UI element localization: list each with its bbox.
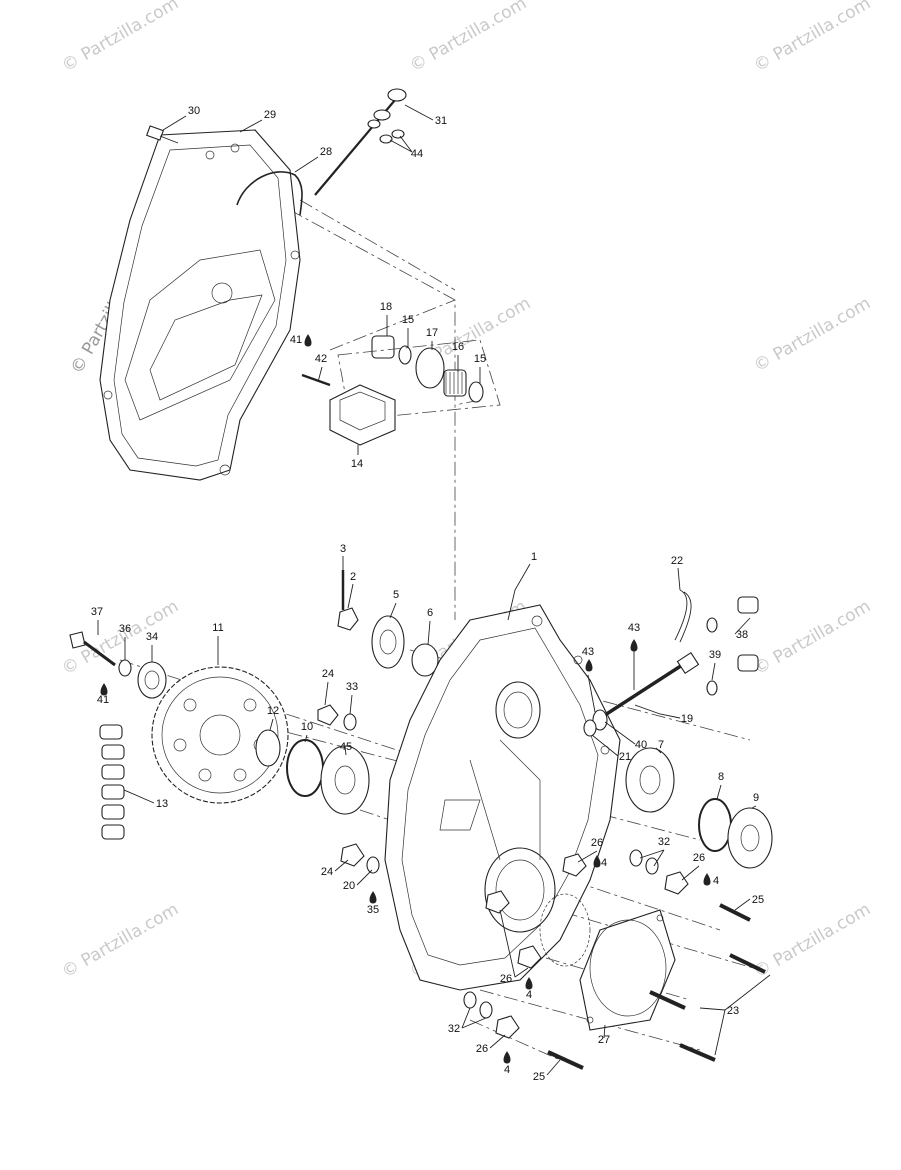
cover-screw [146, 125, 179, 144]
callout-c27: 27 [598, 1034, 610, 1046]
fasteners-lower [340, 843, 766, 1070]
callout-c11: 11 [212, 622, 223, 634]
tensioner-assembly [337, 335, 501, 421]
callout-c40: 40 [635, 739, 647, 751]
callout-c30: 30 [188, 105, 200, 117]
callout-c8: 8 [718, 771, 724, 783]
callout-c4b: 4 [713, 875, 719, 887]
callout-c34: 34 [146, 631, 158, 643]
callout-c20: 20 [343, 880, 355, 892]
lubricant-drop-icon [585, 659, 593, 672]
watermark: © Partzilla.com [407, 0, 531, 76]
lubricant-drop-icon [630, 639, 638, 652]
callout-c36: 36 [119, 623, 131, 635]
lubricant-drop-icon [703, 873, 711, 886]
callout-c23: 23 [727, 1005, 739, 1017]
callout-c26a: 26 [591, 837, 603, 849]
callout-c26b: 26 [693, 852, 705, 864]
callout-c43b: 43 [628, 622, 640, 634]
callout-c31: 31 [435, 115, 447, 127]
callout-c17: 17 [426, 327, 438, 339]
lubricant-drop-icon [100, 683, 108, 696]
callout-c39: 39 [709, 649, 721, 661]
callout-c13: 13 [156, 798, 168, 810]
callout-c7: 7 [658, 739, 664, 751]
watermark: © Partzilla.com [751, 293, 875, 376]
callout-c35: 35 [367, 904, 379, 916]
callout-c15b: 15 [474, 353, 486, 365]
callout-c4c: 4 [526, 989, 532, 1001]
callout-c19: 19 [681, 713, 693, 725]
lubricant-drop-icon [593, 855, 601, 868]
callout-c45: 45 [340, 741, 352, 753]
callout-c24a: 24 [322, 668, 334, 680]
callout-c9: 9 [753, 792, 759, 804]
callout-c16: 16 [452, 341, 464, 353]
callout-c2: 2 [350, 571, 356, 583]
watermark: © Partzilla.com [59, 899, 183, 982]
sprocket-gear-assembly [337, 570, 439, 677]
tension-adjuster-bolt [314, 88, 407, 196]
callout-c3: 3 [340, 543, 346, 555]
callout-c25b: 25 [533, 1071, 545, 1083]
callout-c32b: 32 [448, 1023, 460, 1035]
callout-c12: 12 [267, 705, 279, 717]
callout-c14: 14 [351, 458, 363, 470]
callout-c42: 42 [315, 353, 327, 365]
watermark: © Partzilla.com [751, 899, 875, 982]
callout-c4d: 4 [504, 1064, 510, 1076]
callout-c24b: 24 [321, 866, 333, 878]
callout-c6: 6 [427, 607, 433, 619]
callout-c38: 38 [736, 629, 748, 641]
callout-c5: 5 [393, 589, 399, 601]
leader-lines [97, 104, 771, 1076]
callout-c37: 37 [91, 606, 103, 618]
callout-c25a: 25 [752, 894, 764, 906]
callout-c4a: 4 [601, 857, 607, 869]
callout-c29: 29 [264, 109, 276, 121]
lubricant-symbols [100, 334, 711, 1064]
callout-c44: 44 [411, 148, 423, 160]
callout-c15a: 15 [402, 314, 414, 326]
callout-c1: 1 [531, 551, 537, 563]
lubricant-drop-icon [503, 1051, 511, 1064]
watermark: © Partzilla.com [751, 0, 875, 76]
drive-chain [99, 724, 125, 840]
callout-c22: 22 [671, 555, 683, 567]
callout-c33: 33 [346, 681, 358, 693]
chaincase-cover [99, 129, 301, 481]
callout-c41a: 41 [290, 334, 302, 346]
callout-c26c: 26 [500, 973, 512, 985]
sprocket-bolt-group [69, 631, 167, 699]
callout-c26d: 26 [476, 1043, 488, 1055]
callout-c28: 28 [320, 146, 332, 158]
callout-c10: 10 [301, 721, 313, 733]
watermark: © Partzilla.com [59, 0, 183, 76]
callout-c32a: 32 [658, 836, 670, 848]
callout-c43a: 43 [582, 646, 594, 658]
watermark: © Partzilla.com [751, 596, 875, 679]
chaincase-housing [384, 604, 621, 991]
lubricant-drop-icon [304, 334, 312, 347]
tensioner-bracket [301, 373, 396, 446]
lubricant-drop-icon [525, 977, 533, 990]
shaft-bearings-left [255, 704, 370, 815]
access-cover-plate [539, 893, 676, 1031]
lubricant-drop-icon [369, 891, 377, 904]
shaft-bearings-right [583, 589, 773, 869]
callout-c41b: 41 [97, 694, 109, 706]
large-sprocket [151, 666, 289, 804]
cover-seal-cord [236, 171, 303, 216]
callout-c21: 21 [619, 751, 631, 763]
callout-c18: 18 [380, 301, 392, 313]
